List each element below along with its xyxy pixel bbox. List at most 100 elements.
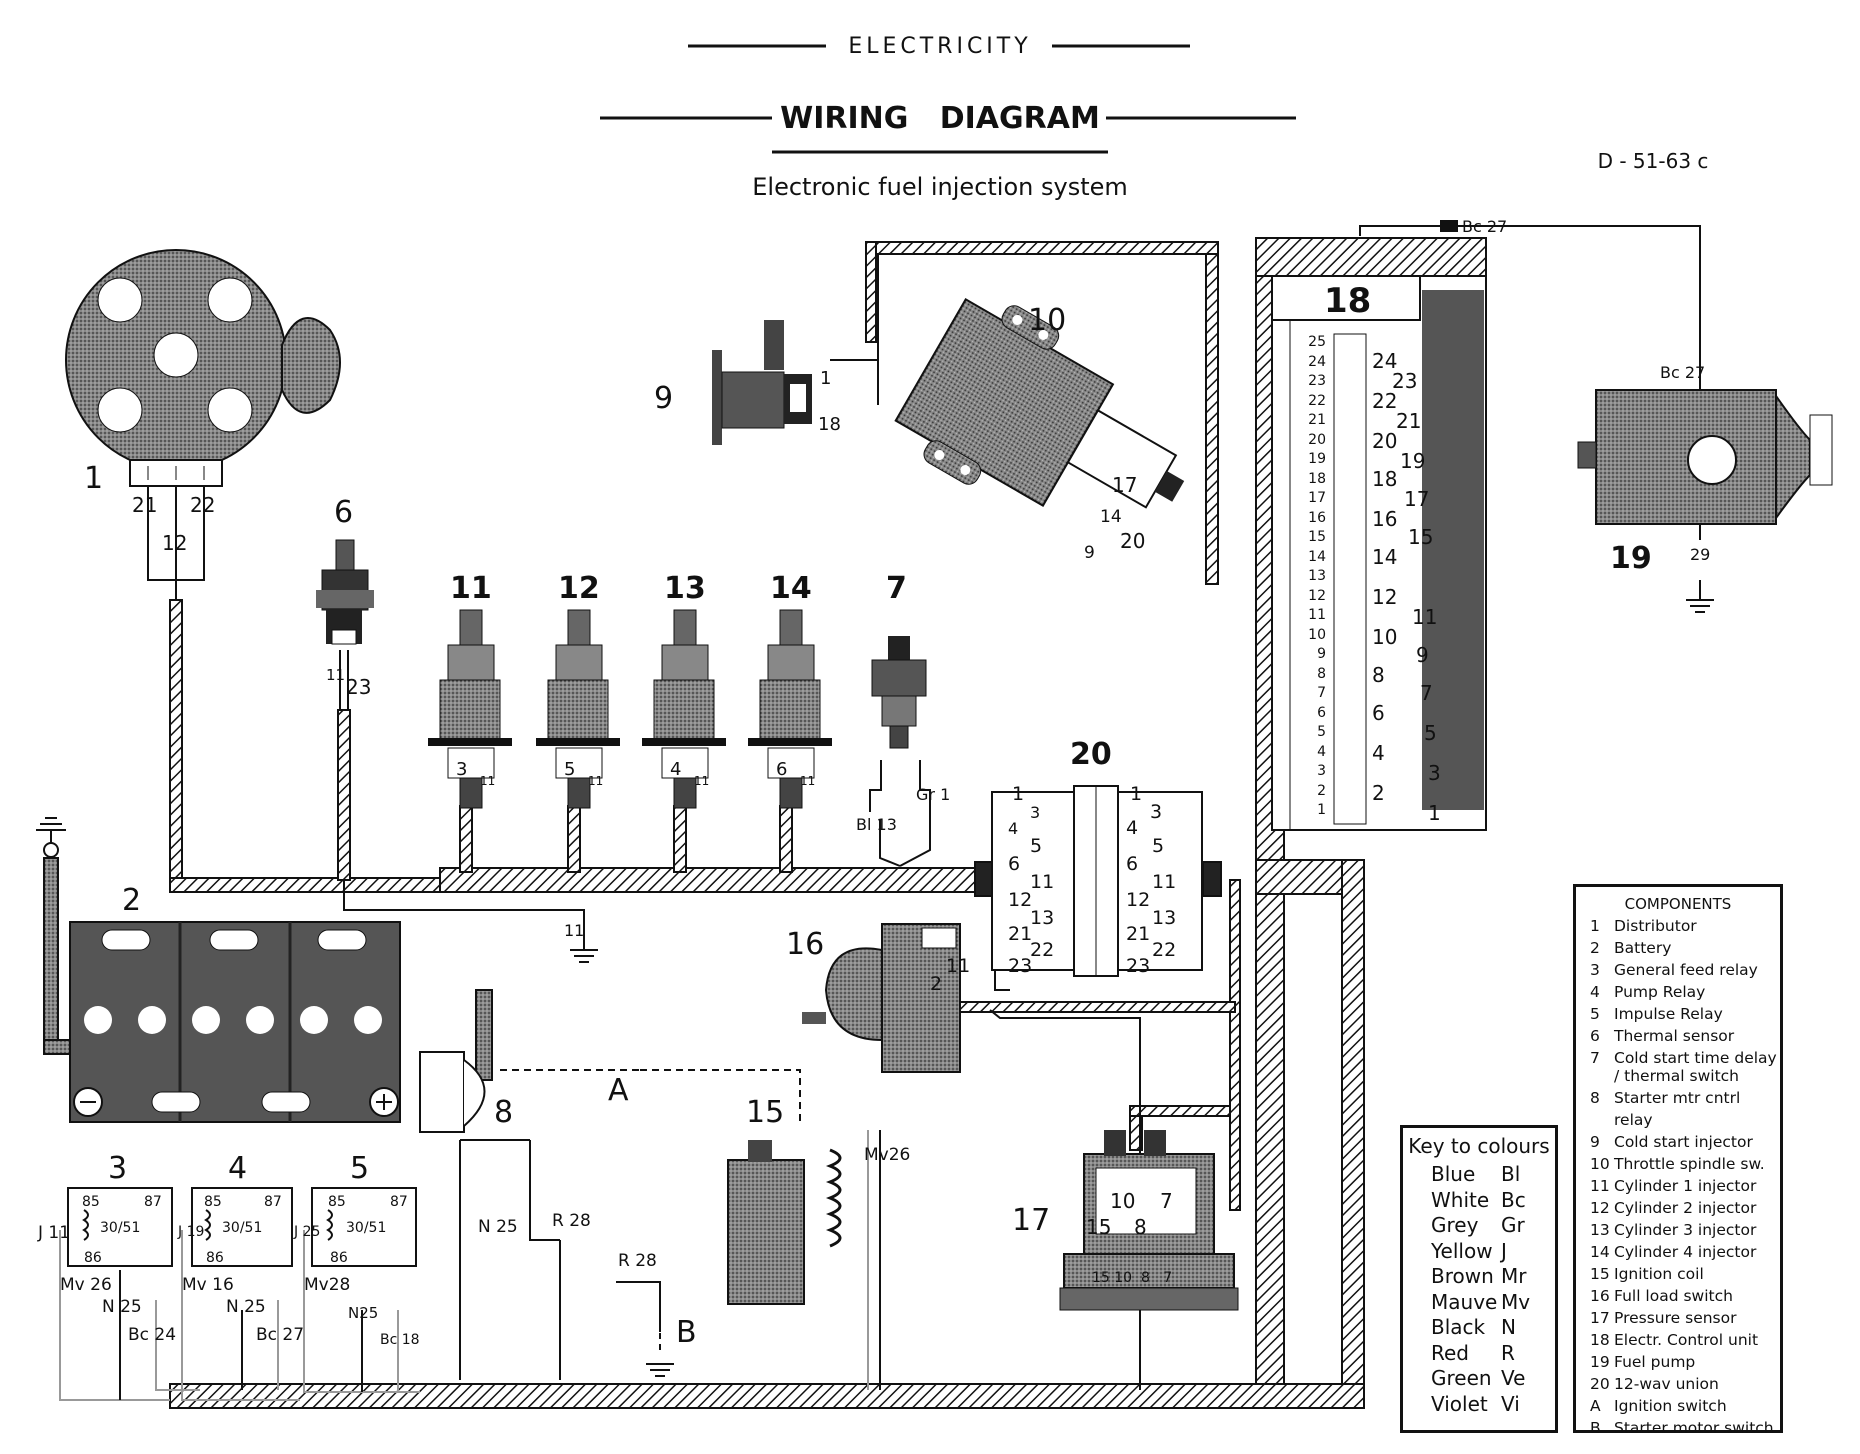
union-right-pins: 1 3 4 5 6 11 12 13 21 22 23 — [1126, 783, 1176, 977]
fl-pin-11: 11 — [946, 955, 970, 977]
starter-switch-label: B — [676, 1315, 697, 1350]
r5-bc18: Bc 18 — [380, 1332, 420, 1348]
injector-1-number: 11 — [450, 571, 492, 606]
ecu-pin-6: 6 — [1317, 705, 1326, 721]
union-connector — [991, 785, 1203, 977]
ecu-wire-21: 21 — [1396, 409, 1421, 433]
general-feed-relay-number: 3 — [108, 1151, 127, 1186]
union-r-13: 13 — [1152, 907, 1176, 929]
ecu-pin-8: 8 — [1317, 666, 1326, 682]
union-l-4: 4 — [1008, 819, 1018, 838]
injector-3-number: 13 — [664, 571, 706, 606]
ts-pin-11: 11 — [326, 666, 345, 684]
page-code: D - 51-63 c — [1598, 149, 1709, 173]
dist-pin-12: 12 — [162, 531, 187, 555]
pressure-sensor — [1059, 1130, 1239, 1311]
ecu-pin-2: 2 — [1317, 783, 1326, 799]
dist-pin-22: 22 — [190, 493, 215, 517]
ecu-pin-15: 15 — [1308, 529, 1326, 545]
ecu-wire-7: 7 — [1420, 681, 1433, 705]
r3-mv26: Mv 26 — [60, 1275, 112, 1295]
wire-bc27-pump: Bc 27 — [1660, 363, 1705, 382]
ecu-wire-4: 4 — [1372, 741, 1385, 765]
cold-start-injector — [712, 320, 812, 445]
r5-mv28: Mv28 — [304, 1275, 350, 1295]
union-l-3: 3 — [1030, 803, 1040, 822]
ecu-wire-6: 6 — [1372, 701, 1385, 725]
pump-pin-29: 29 — [1690, 545, 1710, 564]
union-r-21: 21 — [1126, 923, 1150, 945]
ecu-pin-20: 20 — [1308, 432, 1326, 448]
r3-bc24: Bc 24 — [128, 1325, 176, 1345]
injectors — [428, 609, 832, 809]
throttle-spindle-switch — [894, 298, 1185, 509]
ground-icon — [570, 949, 598, 963]
ecu-pin-3: 3 — [1317, 763, 1326, 779]
union-l-1: 1 — [1012, 783, 1024, 805]
ecu-wire-17: 17 — [1404, 487, 1429, 511]
ecu-pin-17: 17 — [1308, 490, 1326, 506]
ignition-switch-label: A — [608, 1073, 629, 1108]
r5-87: 87 — [390, 1194, 408, 1210]
components-title: COMPONENTS — [1624, 895, 1732, 913]
r4-n25: N 25 — [226, 1297, 266, 1317]
ecu-wire-1: 1 — [1428, 801, 1441, 825]
ps-pin-7: 7 — [1160, 1189, 1173, 1213]
union-left-pins: 1 3 4 5 6 11 12 13 21 22 23 — [1008, 783, 1054, 977]
wire-r28-a: R 28 — [552, 1211, 591, 1231]
cold-start-injector-number: 9 — [654, 381, 673, 416]
tps-pin-9: 9 — [1084, 543, 1095, 563]
ecu-wire-22: 22 — [1372, 389, 1397, 413]
battery — [69, 921, 401, 1123]
ecu-wire-9: 9 — [1416, 643, 1429, 667]
ps-pin-10: 10 — [1110, 1189, 1135, 1213]
wire-n25: N 25 — [478, 1217, 518, 1237]
ecu-pin-1: 1 — [1317, 802, 1326, 818]
ts-pin-23: 23 — [346, 675, 371, 699]
ecu-number: 18 — [1324, 281, 1371, 321]
inj2-pin-a: 5 — [564, 759, 575, 780]
r4-j19: J 19 — [177, 1224, 204, 1240]
ecu-pin-23: 23 — [1308, 373, 1326, 389]
union-l-21: 21 — [1008, 923, 1032, 945]
ecu-pin-22: 22 — [1308, 393, 1326, 409]
inj4-pin-a: 6 — [776, 759, 787, 780]
ecu-pin-5: 5 — [1317, 724, 1326, 740]
inj3-pin-a: 4 — [670, 759, 681, 780]
ecu-wire-12: 12 — [1372, 585, 1397, 609]
ground-icon — [646, 1363, 674, 1377]
r3-85: 85 — [82, 1194, 100, 1210]
csi-pin-18: 18 — [818, 414, 841, 435]
ps-base-labels: 15 10 8 7 — [1092, 1270, 1172, 1286]
union-r-4: 4 — [1126, 817, 1138, 839]
ecu-pin-13: 13 — [1308, 568, 1326, 584]
ecu-wire-18: 18 — [1372, 467, 1397, 491]
page-title: WIRING DIAGRAM — [780, 101, 1100, 136]
union-r-5: 5 — [1152, 835, 1164, 857]
union-l-12: 12 — [1008, 889, 1032, 911]
distributor — [65, 249, 341, 487]
ecu-pin-10: 10 — [1308, 627, 1326, 643]
ecu — [1271, 275, 1487, 831]
ecu-pins: 25 24 23 22 21 20 19 18 17 16 15 14 13 1… — [1308, 334, 1326, 818]
wire-mv26-coil: Mv26 — [864, 1145, 910, 1165]
ground-11-label: 11 — [564, 921, 584, 940]
inj1-pin-a: 3 — [456, 759, 467, 780]
union-l-5: 5 — [1030, 835, 1042, 857]
ignition-coil — [727, 1140, 842, 1305]
union-l-22: 22 — [1030, 939, 1054, 961]
